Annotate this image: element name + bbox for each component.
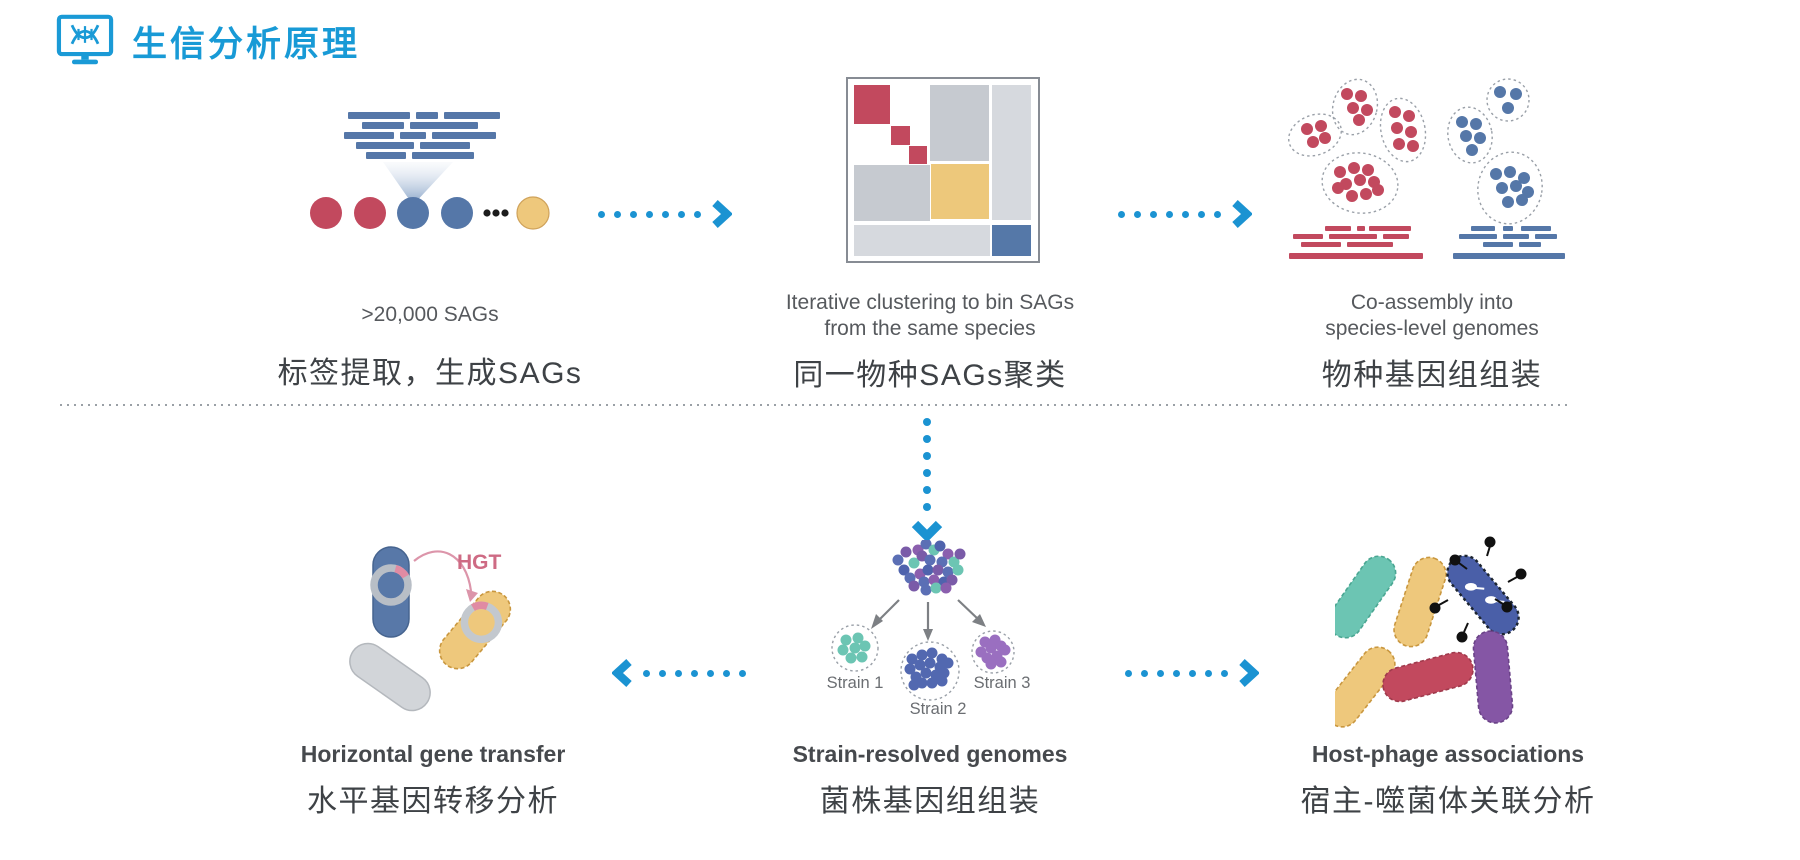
heatmap-gray-block-top bbox=[929, 85, 989, 161]
chevron-right-icon bbox=[1232, 200, 1252, 228]
funnel-shape bbox=[383, 162, 453, 205]
heatmap-gray-block-left bbox=[853, 164, 930, 221]
caption-hgt-cn: 水平基因转移分析 bbox=[307, 785, 559, 818]
strain2-label: Strain 2 bbox=[910, 700, 967, 718]
red-bacterium bbox=[1382, 651, 1474, 703]
sag-extraction-graphic bbox=[310, 112, 550, 230]
caption-sag-extraction-cn: 标签提取，生成SAGs bbox=[277, 357, 583, 390]
mixed-sag-cloud bbox=[892, 540, 966, 596]
caption-host-phage-cn: 宿主-噬菌体关联分析 bbox=[1300, 785, 1596, 818]
dotted-arrow-bottom-right bbox=[1125, 658, 1259, 688]
page-title: 生信分析原理 bbox=[132, 24, 361, 64]
blue-bacterium-donor bbox=[370, 546, 412, 638]
purple-bacterium bbox=[1472, 630, 1514, 724]
attacking-phages bbox=[1429, 536, 1527, 643]
dotted-arrow-top-1 bbox=[598, 199, 732, 229]
caption-hgt-en: Horizontal gene transfer bbox=[300, 741, 566, 767]
yellow-bacterium-recipient bbox=[438, 590, 512, 670]
dotted-arrow-bottom-left bbox=[612, 658, 746, 688]
header: 生信分析原理 bbox=[56, 14, 360, 68]
tagged-cell-circles bbox=[310, 196, 550, 230]
caption-host-phage-en: Host-phage associations bbox=[1311, 741, 1585, 767]
strain-outlines bbox=[831, 624, 1015, 701]
teal-bacterium bbox=[1335, 555, 1397, 639]
chevron-right-icon bbox=[712, 200, 732, 228]
split-arrows bbox=[871, 599, 986, 641]
chevron-down-icon bbox=[911, 520, 943, 542]
gray-bacterium bbox=[349, 642, 431, 712]
dotted-arrow-top-2 bbox=[1118, 199, 1252, 229]
chevron-left-icon bbox=[612, 659, 632, 687]
clustering-heatmap bbox=[846, 77, 1040, 263]
heatmap-light-row bbox=[853, 224, 991, 256]
co-assembly-graphic bbox=[1288, 78, 1565, 259]
plasmid-ring bbox=[370, 564, 412, 606]
strain1-label: Strain 1 bbox=[827, 674, 884, 692]
heatmap-blue-block bbox=[992, 224, 1032, 256]
chevron-right-icon bbox=[1239, 659, 1259, 687]
plasmid-ring bbox=[460, 601, 503, 644]
caption-co-assembly-en: Co-assembly into species-level genomes bbox=[1325, 291, 1539, 340]
strain1-cluster bbox=[837, 632, 871, 664]
heatmap-red-block-1 bbox=[853, 85, 890, 124]
transferred-gene-segment bbox=[471, 601, 489, 612]
strain3-cluster bbox=[975, 634, 1011, 670]
heatmap-light-column bbox=[992, 85, 1032, 221]
heatmap-yellow-block bbox=[930, 163, 989, 220]
monitor-dna-icon bbox=[56, 14, 114, 65]
dotted-arrow-down bbox=[911, 418, 943, 542]
caption-strain-cn: 菌株基因组组装 bbox=[819, 785, 1041, 818]
caption-clustering-en: Iterative clustering to bin SAGs from th… bbox=[785, 291, 1075, 340]
red-contigs bbox=[1289, 226, 1423, 259]
blue-sag-clusters bbox=[1456, 86, 1534, 208]
heatmap-red-block-2 bbox=[890, 126, 910, 146]
caption-clustering-cn: 同一物种SAGs聚类 bbox=[793, 359, 1067, 392]
caption-strain-en: Strain-resolved genomes bbox=[792, 741, 1068, 767]
hgt-label: HGT bbox=[457, 551, 502, 574]
red-sag-clusters bbox=[1301, 88, 1419, 202]
caption-sag-count: >20,000 SAGs bbox=[361, 303, 499, 326]
transferred-gene-segment bbox=[394, 564, 409, 579]
hgt-arrowhead bbox=[466, 589, 478, 602]
yellow-bacterium-2 bbox=[1335, 646, 1396, 728]
host-phage-graphic bbox=[1335, 536, 1527, 728]
hgt-graphic: HGT bbox=[349, 546, 512, 712]
strain3-label: Strain 3 bbox=[974, 674, 1031, 692]
strain2-cluster bbox=[904, 647, 954, 691]
heatmap-red-block-3 bbox=[908, 146, 927, 164]
blue-contigs bbox=[1453, 226, 1565, 259]
strain-resolution-graphic: Strain 1 Strain 2 Strain 3 bbox=[827, 540, 1031, 718]
hgt-arrow bbox=[413, 550, 473, 592]
yellow-bacterium-1 bbox=[1393, 556, 1447, 648]
caption-co-assembly-cn: 物种基因组组装 bbox=[1321, 359, 1543, 392]
dashed-divider bbox=[60, 404, 1570, 406]
sequencing-reads-stack bbox=[344, 112, 500, 159]
phage-infected-bacterium bbox=[1429, 536, 1527, 643]
